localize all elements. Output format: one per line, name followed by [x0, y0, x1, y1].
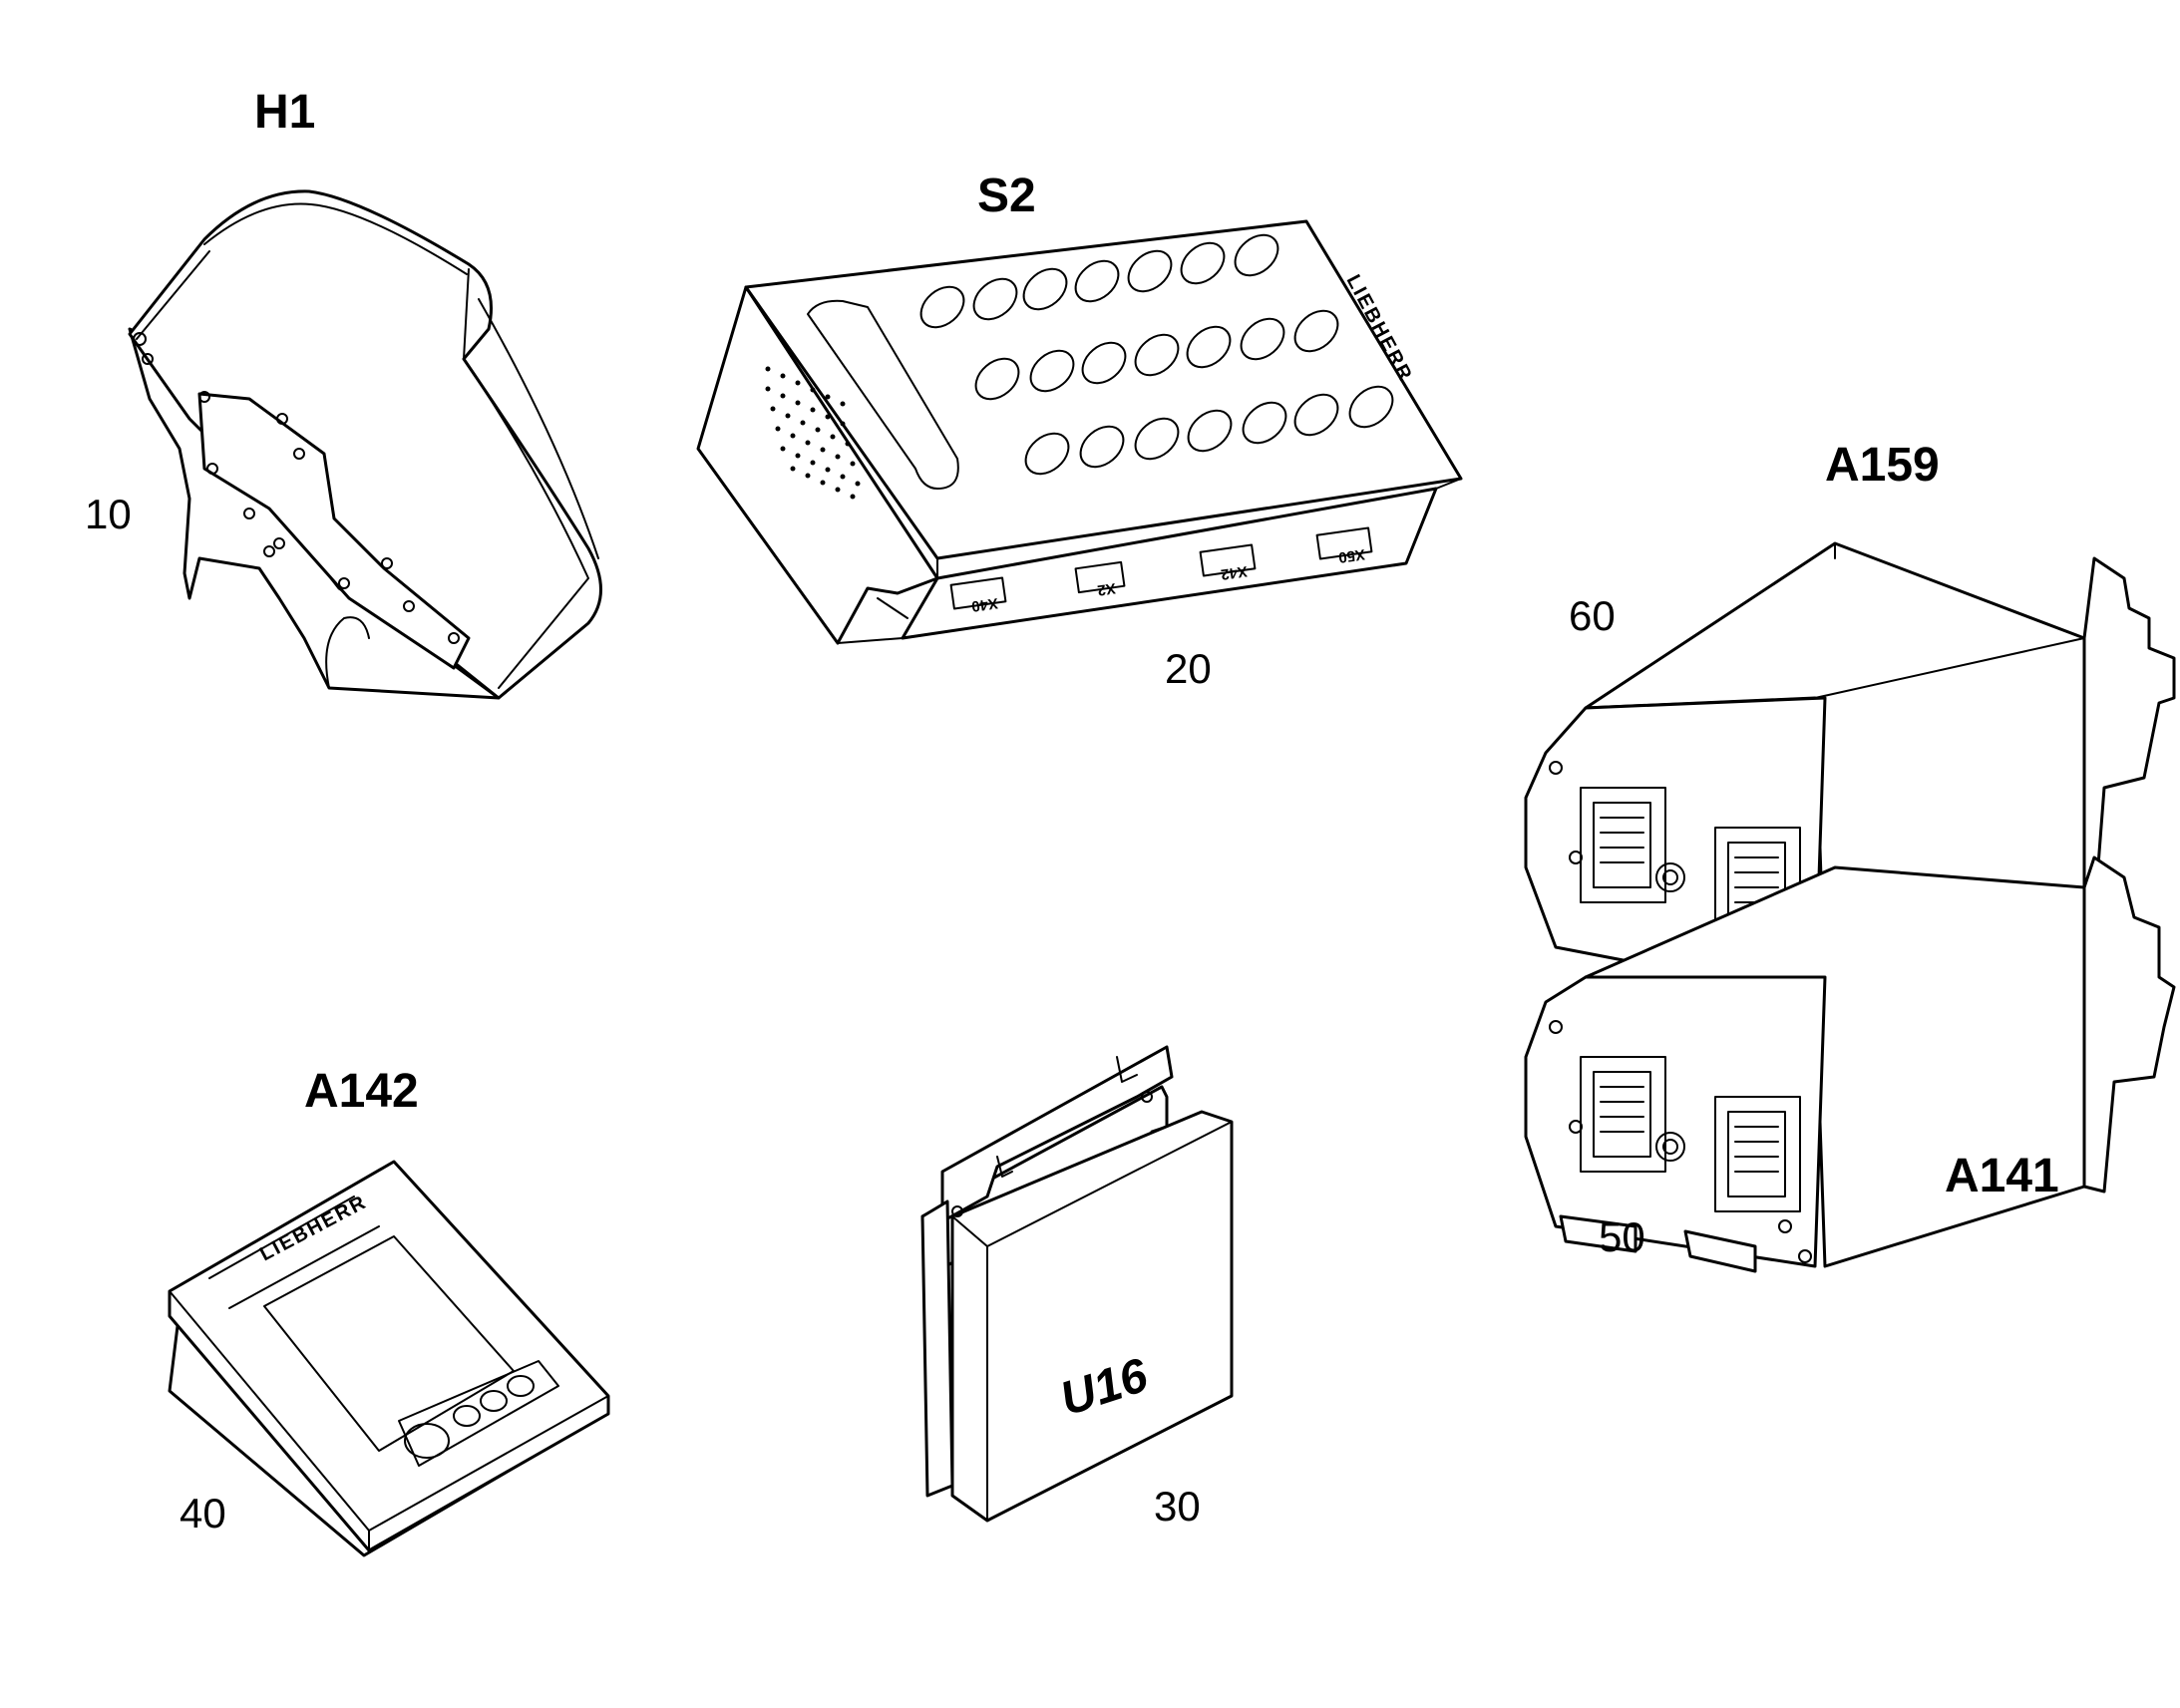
item-number-50: 50	[1599, 1213, 1645, 1260]
connector-tags: X40 X2 X42 X50	[949, 526, 1373, 615]
s2-switch-panel: LIEBHERR X40 X2 X42 X50	[696, 219, 1463, 645]
label-h1: H1	[254, 86, 315, 139]
item-number-30: 30	[1154, 1483, 1201, 1530]
a141-lower-module	[1524, 855, 2176, 1273]
label-a142: A142	[304, 1065, 419, 1118]
connector-tag-x50: X50	[1337, 545, 1366, 566]
label-s2: S2	[977, 170, 1036, 222]
a142-buttons	[398, 1360, 559, 1467]
switch-grid	[919, 233, 1394, 476]
connector-tag-x2: X2	[1096, 579, 1117, 598]
a142-display-unit: LIEBHERR	[168, 1160, 610, 1557]
item-number-60: 60	[1569, 592, 1616, 639]
u16-control-module: U16	[920, 1045, 1234, 1523]
item-number-20: 20	[1165, 645, 1212, 692]
vent-holes	[765, 366, 861, 500]
connector-tag-x42: X42	[1220, 562, 1249, 583]
connector-tag-x40: X40	[970, 594, 999, 615]
item-number-10: 10	[85, 491, 132, 537]
h1-lamp-housing	[128, 189, 602, 700]
label-a159: A159	[1825, 439, 1940, 492]
item-number-40: 40	[180, 1490, 226, 1537]
label-a141: A141	[1945, 1150, 2059, 1202]
